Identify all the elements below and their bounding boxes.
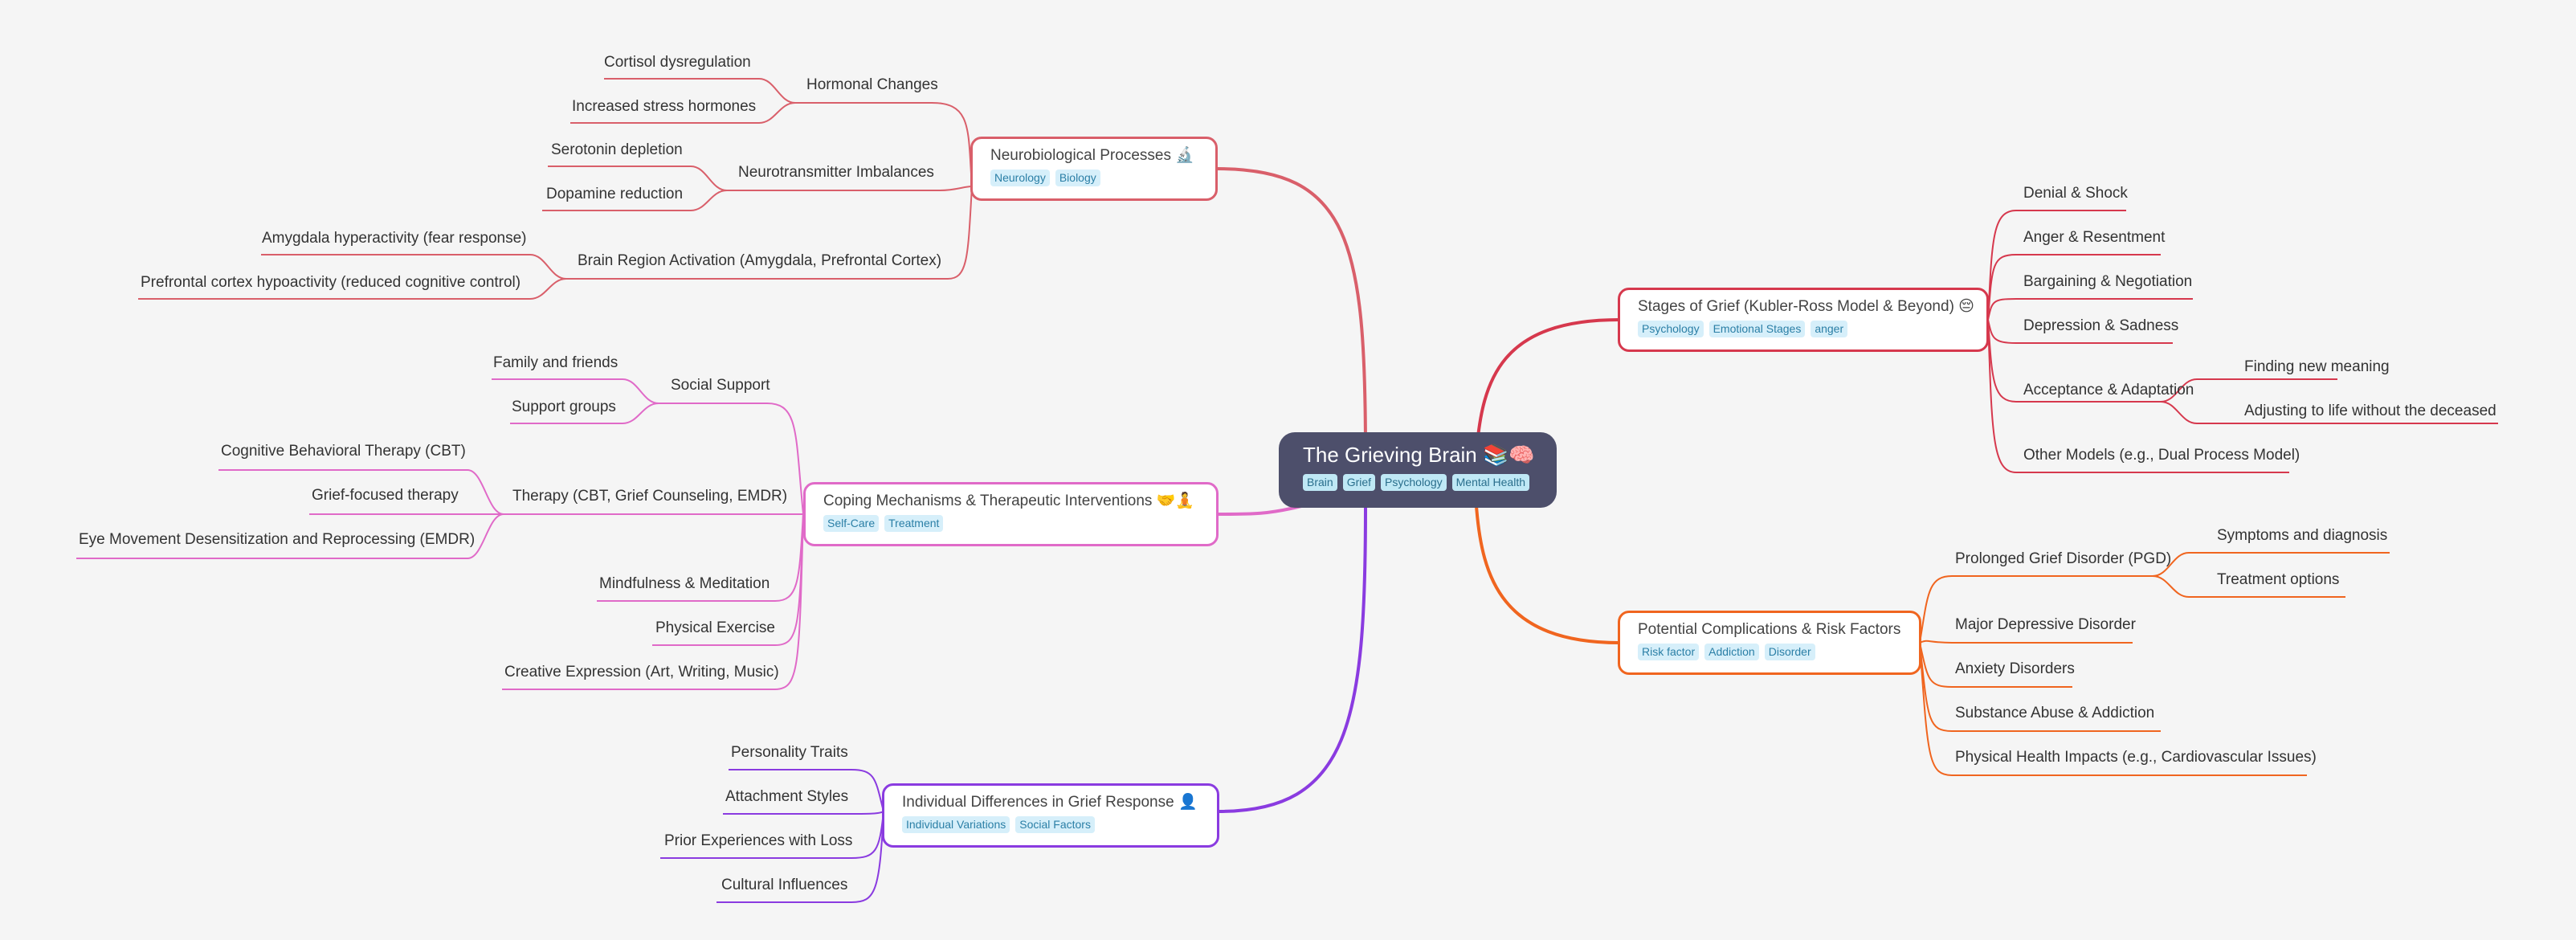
- node-finding-new-meaning[interactable]: Finding new meaning: [2244, 358, 2390, 375]
- tag: Individual Variations: [902, 816, 1010, 833]
- topic-individual-differences[interactable]: Individual Differences in Grief Response…: [882, 783, 1219, 848]
- node-amygdala-hyperactivity[interactable]: Amygdala hyperactivity (fear response): [262, 230, 527, 247]
- node-serotonin-depletion[interactable]: Serotonin depletion: [551, 141, 683, 158]
- node-bargaining-negotiation[interactable]: Bargaining & Negotiation: [2023, 273, 2193, 290]
- node-physical-exercise[interactable]: Physical Exercise: [655, 619, 775, 636]
- tag: Disorder: [1764, 644, 1815, 660]
- tag: Self-Care: [823, 515, 880, 532]
- root-tags: Brain Grief Psychology Mental Health: [1303, 474, 1533, 491]
- tag: Neurology: [990, 170, 1050, 186]
- topic-stages-of-grief[interactable]: Stages of Grief (Kubler-Ross Model & Bey…: [1618, 288, 1989, 352]
- edge-root-coping: [1217, 505, 1302, 516]
- node-acceptance-adaptation[interactable]: Acceptance & Adaptation: [2023, 382, 2194, 398]
- node-dopamine-reduction[interactable]: Dopamine reduction: [546, 186, 684, 202]
- stages-branch-lines: [1987, 210, 2498, 473]
- topic-tags: Individual Variations Social Factors: [902, 816, 1199, 833]
- tag: Risk factor: [1638, 644, 1700, 660]
- node-brain-region-activation[interactable]: Brain Region Activation (Amygdala, Prefr…: [578, 252, 942, 269]
- topic-title: Neurobiological Processes 🔬: [990, 147, 1194, 164]
- topic-title: Potential Complications & Risk Factors: [1638, 621, 1901, 638]
- tag: Grief: [1342, 474, 1376, 491]
- tag: Addiction: [1704, 644, 1759, 660]
- node-mindfulness-meditation[interactable]: Mindfulness & Meditation: [599, 575, 770, 592]
- edge-root-complications: [1475, 505, 1620, 644]
- node-substance-abuse[interactable]: Substance Abuse & Addiction: [1955, 705, 2155, 721]
- node-anger-resentment[interactable]: Anger & Resentment: [2023, 229, 2166, 246]
- topic-neurobiological-processes[interactable]: Neurobiological Processes 🔬 Neurology Bi…: [970, 137, 1218, 201]
- node-cbt[interactable]: Cognitive Behavioral Therapy (CBT): [221, 443, 466, 460]
- tag: Psychology: [1638, 321, 1704, 337]
- node-depression-sadness[interactable]: Depression & Sadness: [2023, 317, 2179, 334]
- node-cultural-influences[interactable]: Cultural Influences: [721, 877, 848, 893]
- topic-tags: Psychology Emotional Stages anger: [1638, 321, 1969, 337]
- node-therapy[interactable]: Therapy (CBT, Grief Counseling, EMDR): [512, 488, 788, 505]
- node-major-depressive-disorder[interactable]: Major Depressive Disorder: [1955, 616, 2136, 633]
- node-family-and-friends[interactable]: Family and friends: [493, 354, 618, 371]
- tag: Mental Health: [1451, 474, 1530, 491]
- complications-branch-lines: [1919, 552, 2390, 776]
- topic-title: Coping Mechanisms & Therapeutic Interven…: [823, 492, 1195, 509]
- topic-tags: Neurology Biology: [990, 170, 1198, 186]
- node-increased-stress-hormones[interactable]: Increased stress hormones: [572, 98, 757, 115]
- edge-root-individual: [1218, 505, 1367, 813]
- edge-root-stages: [1475, 318, 1620, 455]
- root-node[interactable]: The Grieving Brain 📚🧠 Brain Grief Psycho…: [1279, 432, 1557, 508]
- topic-title: Stages of Grief (Kubler-Ross Model & Bey…: [1638, 298, 1974, 315]
- topic-coping-mechanisms[interactable]: Coping Mechanisms & Therapeutic Interven…: [803, 482, 1219, 546]
- node-support-groups[interactable]: Support groups: [512, 398, 616, 415]
- tag: Brain: [1303, 474, 1337, 491]
- node-adjusting-to-life[interactable]: Adjusting to life without the deceased: [2244, 403, 2496, 419]
- node-grief-focused-therapy[interactable]: Grief-focused therapy: [312, 487, 459, 504]
- tag: Social Factors: [1015, 816, 1095, 833]
- node-denial-shock[interactable]: Denial & Shock: [2023, 185, 2128, 202]
- node-treatment-options[interactable]: Treatment options: [2217, 571, 2340, 588]
- tag: Biology: [1055, 170, 1100, 186]
- node-prefrontal-hypoactivity[interactable]: Prefrontal cortex hypoactivity (reduced …: [141, 274, 521, 291]
- topic-tags: Self-Care Treatment: [823, 515, 1198, 532]
- node-hormonal-changes[interactable]: Hormonal Changes: [806, 76, 938, 93]
- tag: Psychology: [1381, 474, 1447, 491]
- tag: anger: [1811, 321, 1848, 337]
- node-other-models[interactable]: Other Models (e.g., Dual Process Model): [2023, 447, 2300, 464]
- node-physical-health-impacts[interactable]: Physical Health Impacts (e.g., Cardiovas…: [1955, 749, 2317, 766]
- node-cortisol-dysregulation[interactable]: Cortisol dysregulation: [604, 54, 751, 71]
- node-attachment-styles[interactable]: Attachment Styles: [725, 788, 849, 805]
- node-symptoms-diagnosis[interactable]: Symptoms and diagnosis: [2217, 527, 2388, 544]
- tag: Emotional Stages: [1708, 321, 1806, 337]
- node-prior-experiences[interactable]: Prior Experiences with Loss: [664, 832, 853, 849]
- node-emdr[interactable]: Eye Movement Desensitization and Reproce…: [79, 531, 476, 548]
- node-anxiety-disorders[interactable]: Anxiety Disorders: [1955, 660, 2075, 677]
- edge-root-neuro: [1216, 167, 1367, 455]
- topic-potential-complications[interactable]: Potential Complications & Risk Factors R…: [1618, 611, 1921, 675]
- topic-tags: Risk factor Addiction Disorder: [1638, 644, 1901, 660]
- node-creative-expression[interactable]: Creative Expression (Art, Writing, Music…: [504, 664, 779, 680]
- node-neurotransmitter-imbalances[interactable]: Neurotransmitter Imbalances: [738, 164, 934, 181]
- node-social-support[interactable]: Social Support: [671, 377, 770, 394]
- tag: Treatment: [884, 515, 944, 532]
- node-personality-traits[interactable]: Personality Traits: [731, 744, 848, 761]
- coping-branch-lines: [76, 378, 804, 690]
- root-title: The Grieving Brain 📚🧠: [1303, 443, 1535, 467]
- node-prolonged-grief-disorder[interactable]: Prolonged Grief Disorder (PGD): [1955, 550, 2172, 567]
- topic-title: Individual Differences in Grief Response…: [902, 794, 1198, 811]
